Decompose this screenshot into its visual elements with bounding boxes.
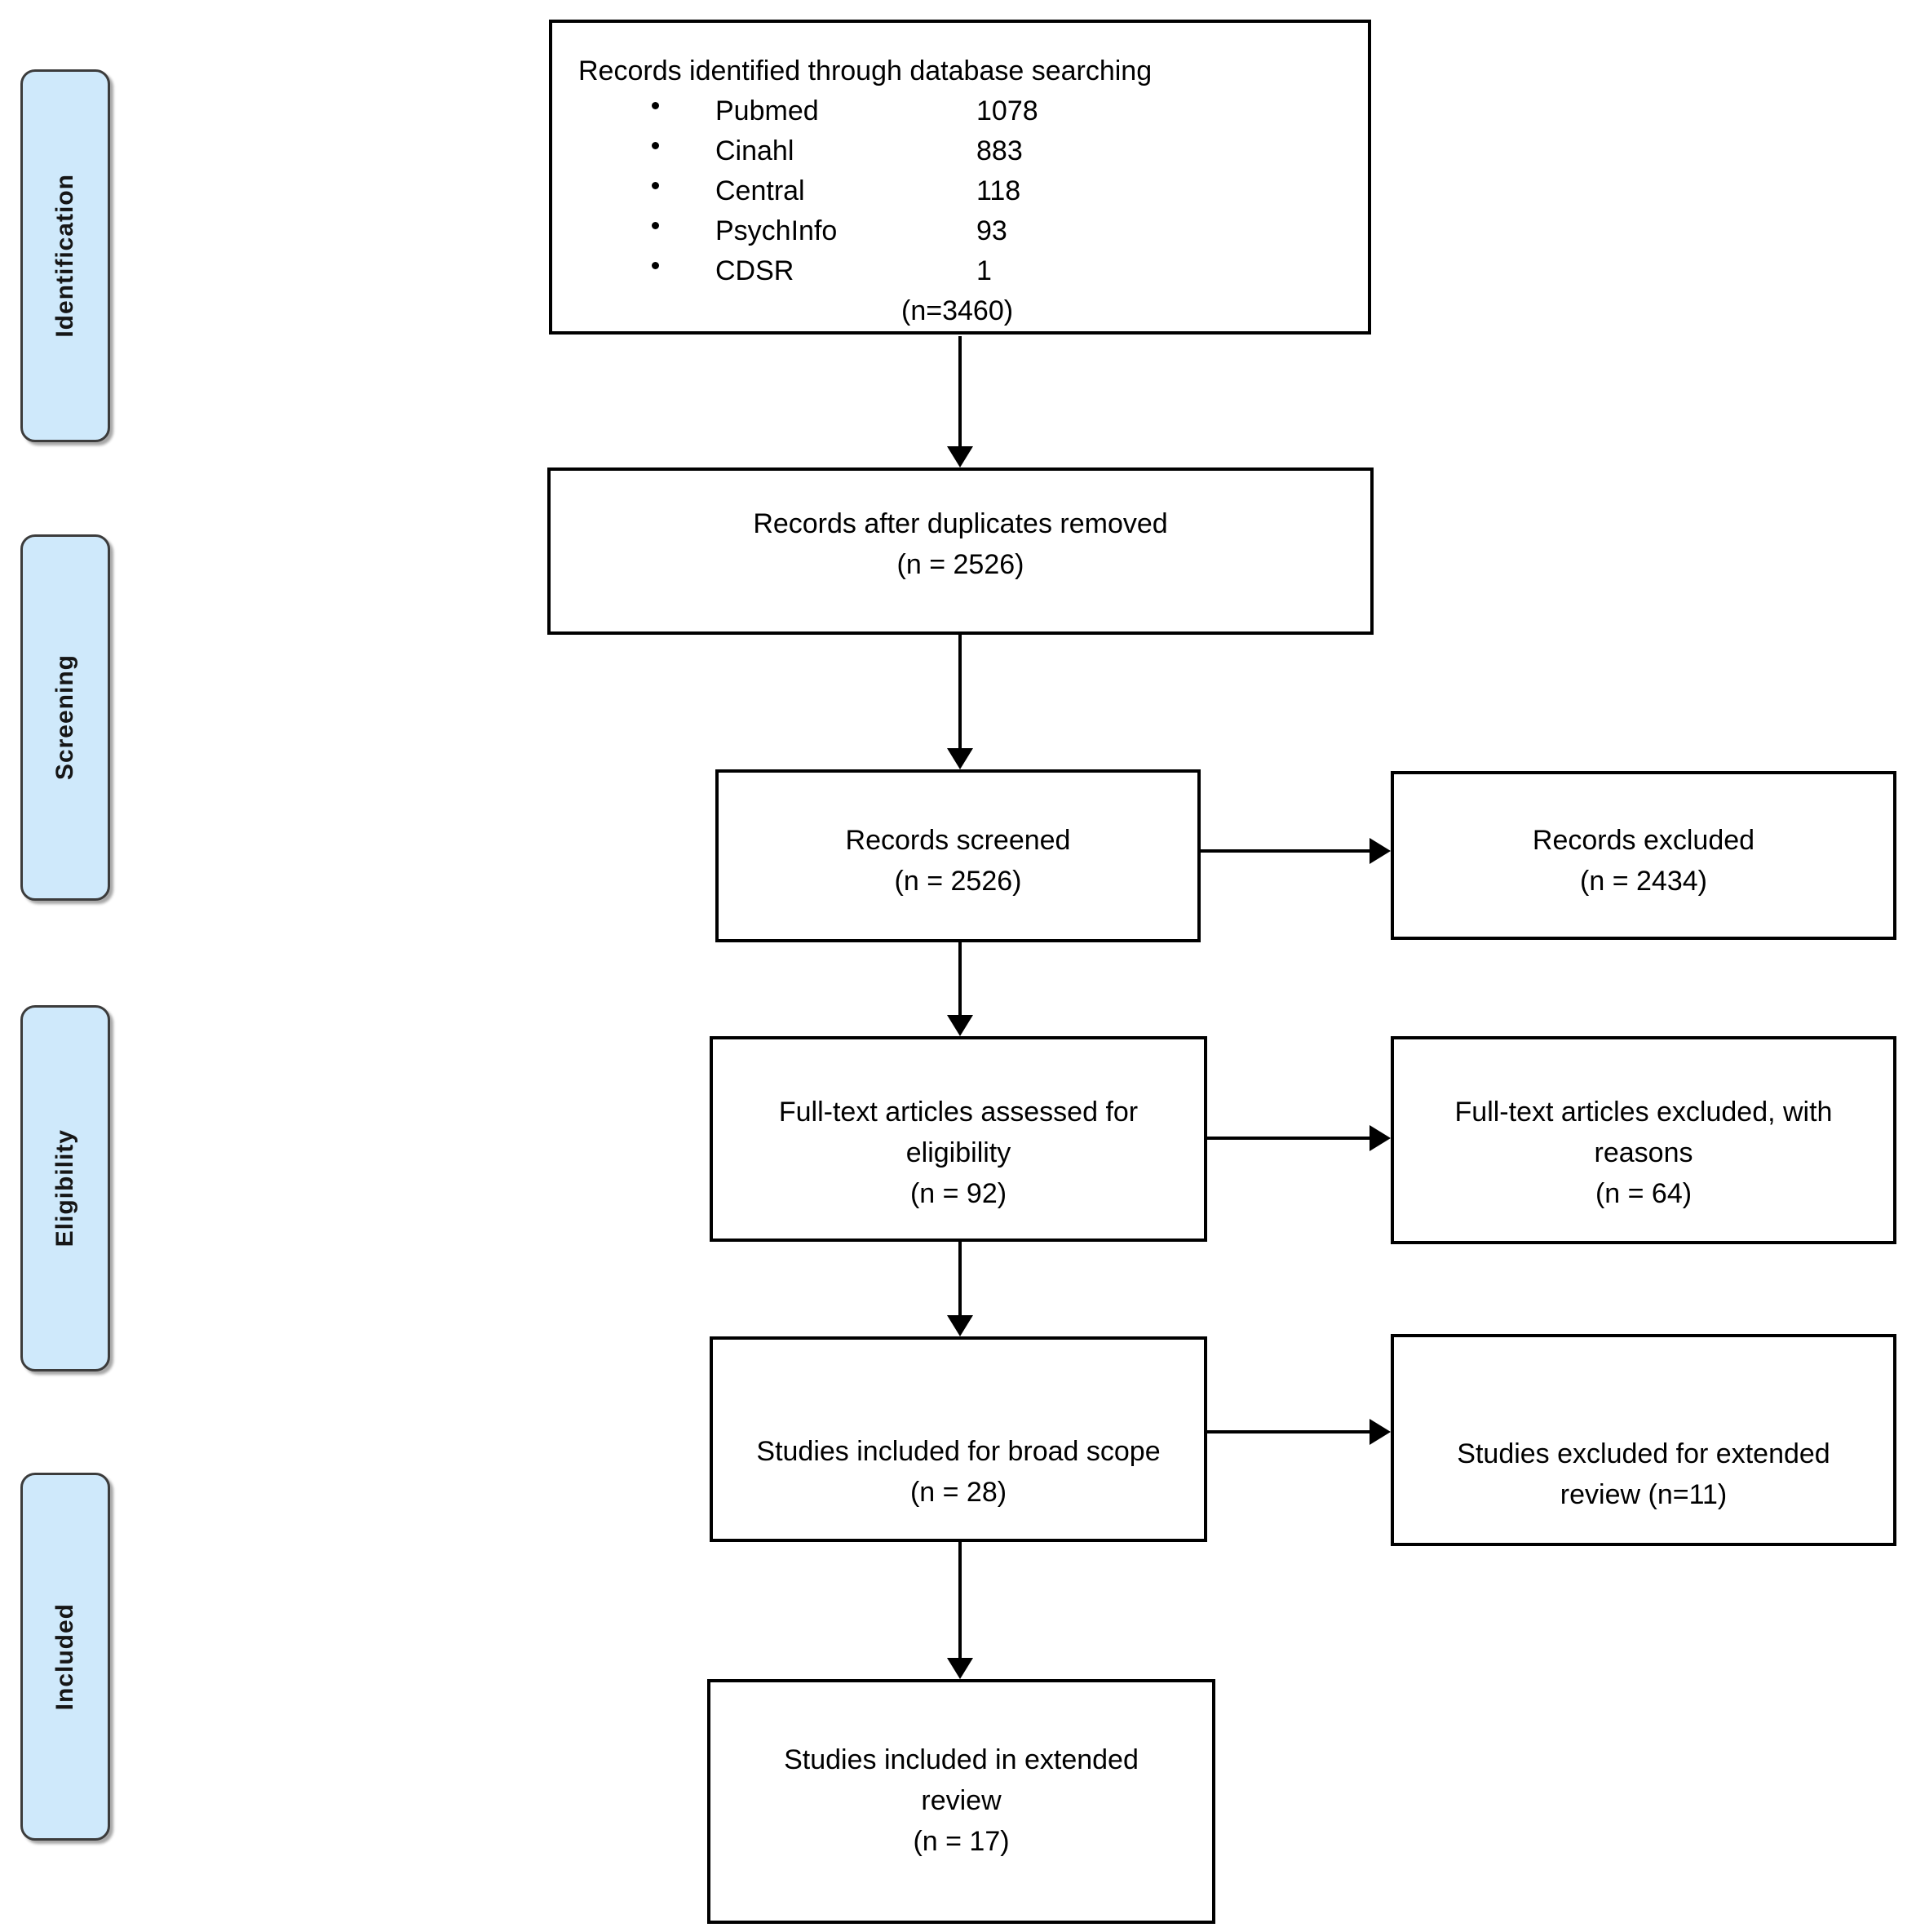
stage-label: Eligibility xyxy=(51,1129,78,1247)
box-text-line: review xyxy=(921,1785,1002,1816)
box-text-line: Full-text articles excluded, with xyxy=(1454,1097,1833,1128)
box-records-excluded: Records excluded (n = 2434) xyxy=(1391,771,1896,940)
box-text-line: (n = 2526) xyxy=(894,866,1022,897)
arrow-duplicates-to-screened xyxy=(947,635,973,769)
arrowhead-down-icon xyxy=(947,446,973,467)
box-text-line: Studies included for broad scope xyxy=(756,1436,1161,1467)
arrowhead-right-icon xyxy=(1370,1419,1391,1445)
box-text-line: review (n=11) xyxy=(1560,1479,1728,1510)
stage-label: Included xyxy=(51,1602,78,1711)
box-records-identified: Records identified through database sear… xyxy=(549,20,1371,335)
box-text-line: Records excluded xyxy=(1532,825,1755,856)
box-text-line: Records after duplicates removed xyxy=(753,508,1168,539)
box-fulltext-excluded: Full-text articles excluded, with reason… xyxy=(1391,1036,1896,1244)
box-text-line: reasons xyxy=(1594,1137,1693,1168)
arrow-fulltext-to-broadscope xyxy=(947,1242,973,1336)
arrow-identified-to-duplicates xyxy=(947,336,973,467)
source-count: 1 xyxy=(976,255,992,286)
source-count: 1078 xyxy=(976,95,1038,126)
bullet-icon xyxy=(652,222,659,229)
bullet-icon xyxy=(652,182,659,189)
source-row: CDSR 1 xyxy=(552,250,1368,286)
box-title: Records identified through database sear… xyxy=(578,55,1153,86)
source-count: 93 xyxy=(976,215,1007,246)
source-row: Cinahl 883 xyxy=(552,131,1368,166)
box-fulltext-assessed: Full-text articles assessed for eligibil… xyxy=(710,1036,1207,1242)
arrowhead-right-icon xyxy=(1370,838,1391,864)
box-text-line: (n = 2526) xyxy=(896,549,1024,580)
source-row: PsychInfo 93 xyxy=(552,210,1368,246)
arrow-broadscope-to-excluded xyxy=(1207,1419,1391,1445)
stage-identification: Identification xyxy=(20,69,110,442)
source-row: Pubmed 1078 xyxy=(552,91,1368,126)
box-duplicates-removed: Records after duplicates removed (n = 25… xyxy=(547,467,1374,635)
source-count: 883 xyxy=(976,135,1023,166)
box-records-screened: Records screened (n = 2526) xyxy=(715,769,1201,942)
source-name: PsychInfo xyxy=(715,215,838,246)
arrowhead-down-icon xyxy=(947,1015,973,1036)
box-text-line: Records screened xyxy=(845,825,1071,856)
arrow-screened-to-excluded xyxy=(1201,838,1391,864)
box-text-line: (n = 17) xyxy=(913,1826,1010,1857)
stage-included: Included xyxy=(20,1473,110,1841)
box-text-line: (n = 28) xyxy=(909,1477,1007,1508)
stage-eligibility: Eligibility xyxy=(20,1005,110,1371)
stage-screening: Screening xyxy=(20,534,110,901)
box-text-line: Full-text articles assessed for xyxy=(778,1097,1139,1128)
stage-label: Screening xyxy=(51,654,78,781)
box-extended-excluded: Studies excluded for extended review (n=… xyxy=(1391,1334,1896,1546)
box-broad-scope-included: Studies included for broad scope (n = 28… xyxy=(710,1336,1207,1542)
source-name: Central xyxy=(715,175,805,206)
arrowhead-down-icon xyxy=(947,1658,973,1679)
source-count: 118 xyxy=(976,175,1021,206)
box-text-line: (n = 2434) xyxy=(1580,866,1707,897)
box-text-line: Studies included in extended xyxy=(784,1744,1139,1775)
box-text-line: (n = 64) xyxy=(1595,1178,1693,1209)
stage-label: Identification xyxy=(51,174,78,338)
box-extended-review-included: Studies included in extended review (n =… xyxy=(707,1679,1215,1924)
box-text-line: (n = 92) xyxy=(909,1178,1007,1209)
box-text-line: Studies excluded for extended xyxy=(1457,1438,1830,1469)
bullet-icon xyxy=(652,142,659,149)
arrow-screened-to-fulltext xyxy=(947,942,973,1036)
arrow-broadscope-to-extended xyxy=(947,1542,973,1679)
source-name: Pubmed xyxy=(715,95,819,126)
source-row: Central 118 xyxy=(552,171,1368,206)
bullet-icon xyxy=(652,262,659,269)
arrowhead-right-icon xyxy=(1370,1125,1391,1151)
arrowhead-down-icon xyxy=(947,748,973,769)
total-count: (n=3460) xyxy=(901,295,1014,326)
source-name: CDSR xyxy=(715,255,794,286)
bullet-icon xyxy=(652,102,659,109)
arrow-fulltext-to-excluded xyxy=(1207,1125,1391,1151)
box-text-line: eligibility xyxy=(905,1137,1011,1168)
source-name: Cinahl xyxy=(715,135,794,166)
arrowhead-down-icon xyxy=(947,1315,973,1336)
